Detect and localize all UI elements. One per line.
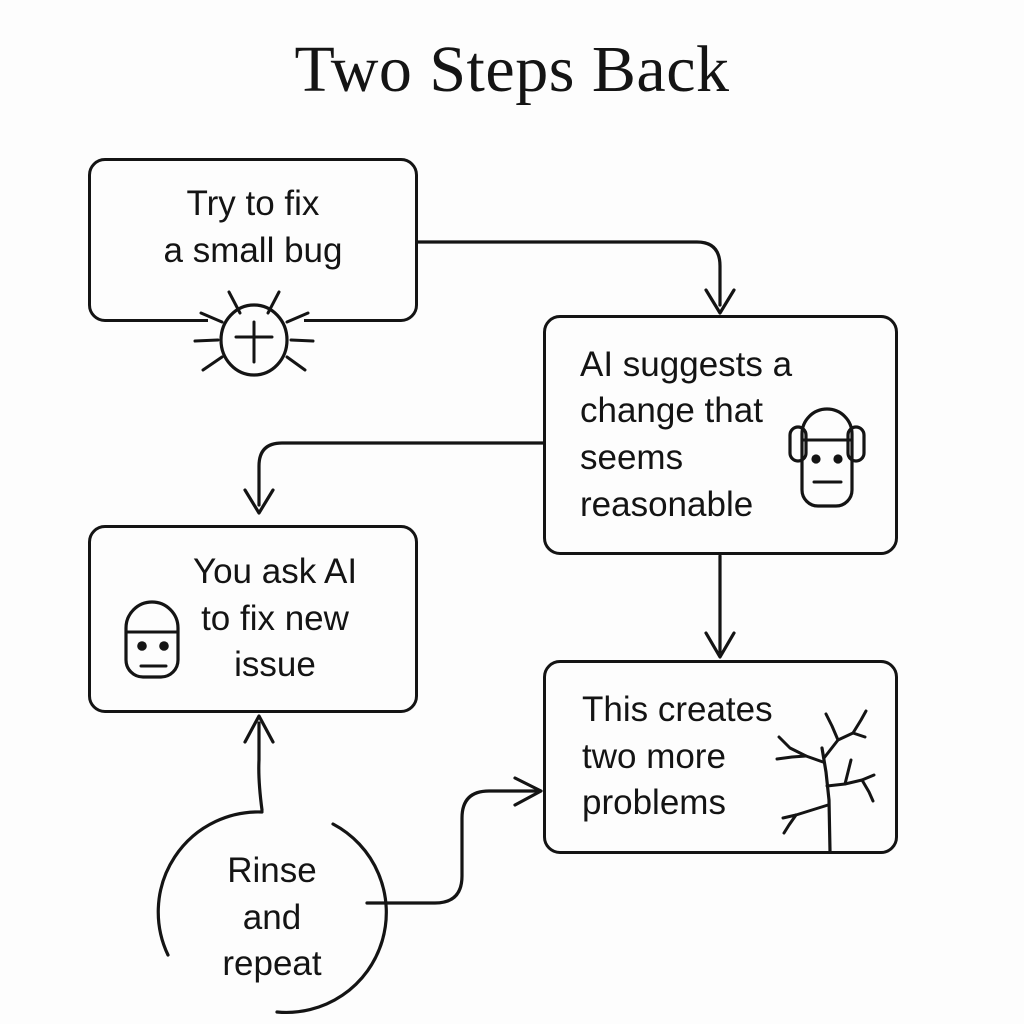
node-ai-suggests-a-change[interactable]: AI suggests a change that seems reasonab… [543,315,898,555]
node-label: Try to fix a small bug [163,184,343,270]
edge-loop-to-askai [243,714,275,812]
edge-fixbug-to-aisuggests [416,240,736,315]
node-you-ask-ai-to-fix-new-issue[interactable]: You ask AI to fix new issue [88,525,418,713]
edge-problems-to-loop [365,776,543,905]
node-try-to-fix-a-small-bug[interactable]: Try to fix a small bug [88,158,418,322]
node-this-creates-two-more-problems[interactable]: This creates two more problems [543,660,898,854]
node-label: AI suggests a change that seems reasonab… [580,344,793,524]
node-label: This creates two more problems [582,690,773,823]
node-label: You ask AI to fix new issue [192,552,358,685]
edge-aisuggests-to-problems [704,554,736,659]
page-title: Two Steps Back [294,33,730,106]
edge-aisuggests-to-askai [243,441,545,515]
rinse-and-repeat-label: Rinse and repeat [222,851,322,984]
